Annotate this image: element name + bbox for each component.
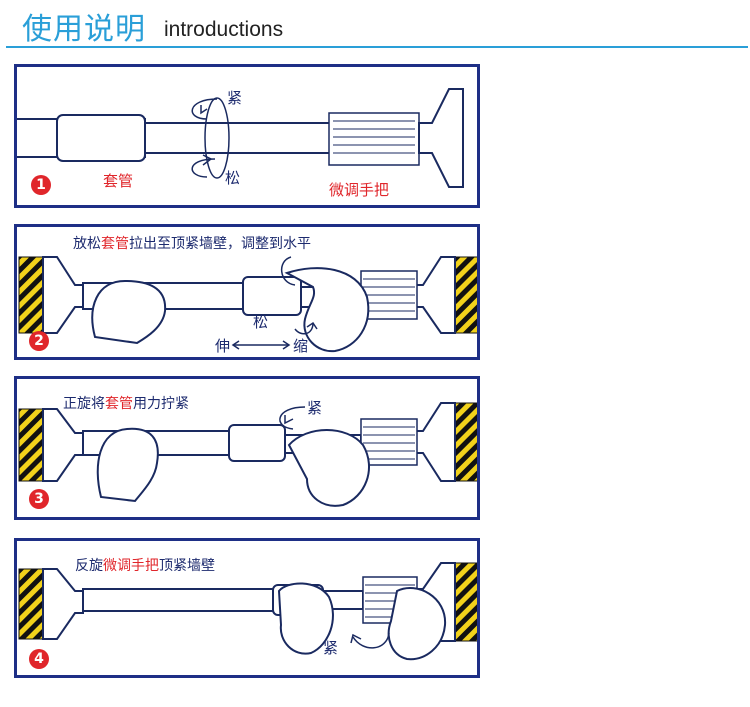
step-instruction: 放松套管拉出至顶紧墙壁，调整到水平 — [73, 236, 311, 252]
retract-label: 缩 — [293, 337, 309, 355]
step-number-badge: 2 — [29, 331, 49, 351]
loosen-label: 松 — [225, 169, 241, 187]
right-hand-icon — [287, 429, 371, 507]
left-hand-icon — [96, 427, 159, 503]
step-1-panel: 紧 松 套管 微调手把 1 — [14, 64, 480, 208]
step-4-illustration — [18, 562, 477, 661]
page-subtitle: introductions — [164, 18, 284, 41]
page-title: 使用说明 — [22, 12, 146, 47]
right-wall-icon — [454, 562, 477, 642]
tighten-arrow-icon — [352, 632, 390, 649]
right-hand-icon — [387, 587, 447, 661]
step-4-panel: 反旋微调手把顶紧墙壁 紧 4 — [14, 538, 480, 678]
tube-label: 套管 — [103, 172, 134, 190]
left-hand-icon — [277, 582, 334, 655]
step-instruction: 正旋将套管用力拧紧 — [63, 396, 189, 412]
step-2-illustration — [18, 256, 477, 353]
step-3-illustration — [18, 402, 477, 507]
end-cap — [418, 88, 464, 188]
step-2-panel: 放松套管拉出至顶紧墙壁，调整到水平 松 伸 缩 2 — [14, 224, 480, 360]
left-hand-icon — [91, 279, 167, 345]
tube-collar — [56, 114, 146, 162]
adjust-handle — [360, 270, 418, 320]
tighten-label: 紧 — [307, 399, 323, 417]
right-wall-icon — [454, 256, 477, 334]
tighten-arrow-icon — [191, 98, 218, 120]
step-number-badge: 1 — [31, 175, 51, 195]
tighten-arrow-icon — [279, 406, 306, 430]
right-hand-icon — [284, 267, 370, 353]
handle-label: 微调手把 — [329, 181, 390, 199]
step-number-badge: 4 — [29, 649, 49, 669]
tighten-label: 紧 — [323, 639, 339, 657]
step-instruction: 反旋微调手把顶紧墙壁 — [75, 558, 215, 574]
loosen-label: 松 — [253, 313, 269, 331]
loosen-arrow-icon — [294, 322, 314, 335]
header-divider — [6, 46, 748, 48]
step-1-illustration — [17, 88, 464, 188]
inner-pole — [144, 122, 346, 154]
right-wall-icon — [454, 402, 477, 482]
left-wall-icon — [18, 568, 44, 640]
loosen-arrow-icon — [191, 158, 216, 178]
adjust-handle — [360, 418, 418, 466]
step-number-badge: 3 — [29, 489, 49, 509]
adjust-handle — [328, 112, 420, 166]
left-wall-icon — [18, 408, 44, 482]
header: 使用说明 introductions — [0, 0, 750, 50]
tighten-label: 紧 — [227, 89, 243, 107]
left-wall-icon — [18, 256, 44, 334]
extend-label: 伸 — [215, 337, 231, 355]
step-3-panel: 正旋将套管用力拧紧 紧 3 — [14, 376, 480, 520]
